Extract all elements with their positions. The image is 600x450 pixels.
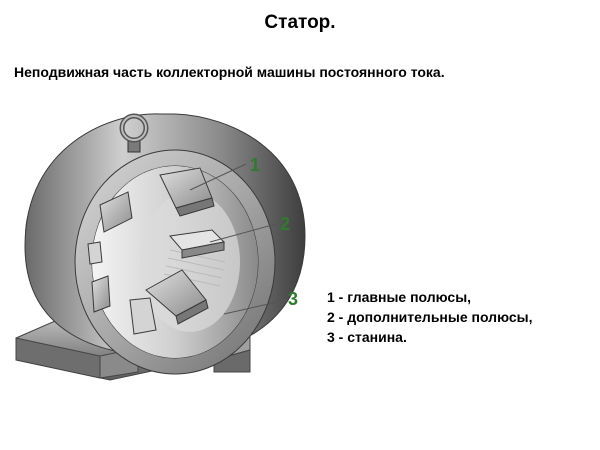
legend-item-additional-poles: 2 - дополнительные полюсы,: [327, 309, 533, 325]
callout-2: 2: [280, 214, 291, 234]
leader-line-3: [223, 299, 287, 315]
lifting-eye-icon: [119, 113, 149, 153]
callout-1: 1: [250, 155, 261, 175]
legend-item-frame: 3 - станина.: [327, 329, 407, 345]
legend: 1 - главные полюсы, 2 - дополнительные п…: [327, 287, 532, 347]
callout-lines: [189, 163, 287, 315]
leader-line-2: [209, 223, 277, 243]
page-title: Статор.: [264, 12, 336, 33]
leader-line-1: [189, 163, 247, 191]
main-poles: [91, 167, 215, 325]
additional-poles: [87, 229, 226, 335]
page-subtitle: Неподвижная часть коллекторной машины по…: [14, 64, 445, 80]
callout-3: 3: [288, 289, 299, 309]
legend-item-main-poles: 1 - главные полюсы,: [327, 289, 472, 305]
